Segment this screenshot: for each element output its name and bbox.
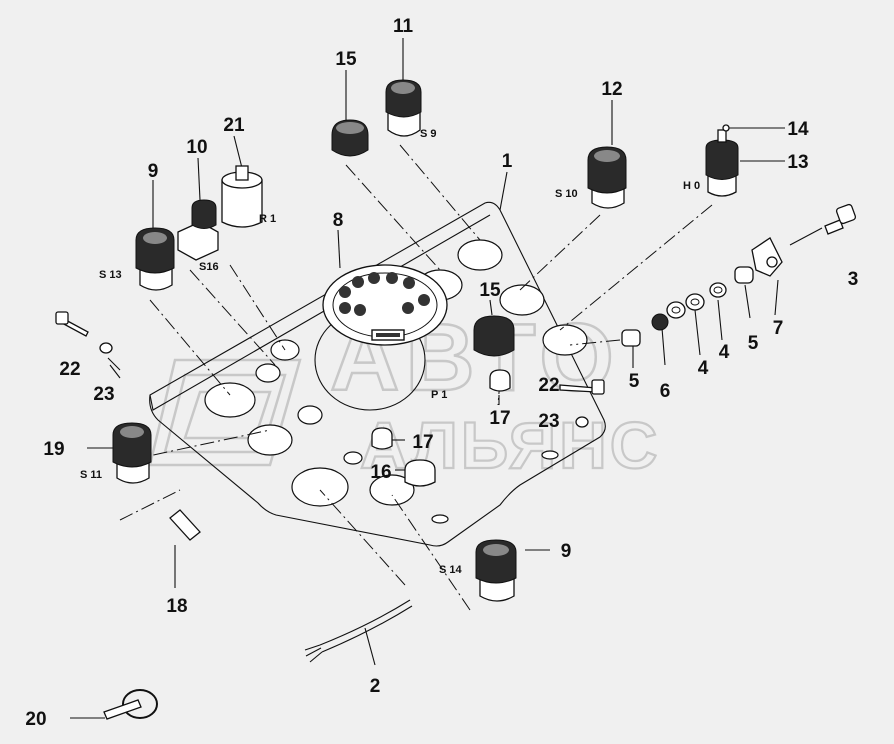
- cable-tie-20: [103, 689, 158, 720]
- callout-22-left: 22: [59, 359, 80, 380]
- callout-5-right: 5: [748, 333, 759, 354]
- code-s14: S 14: [439, 564, 463, 576]
- washers-nuts: [621, 266, 754, 347]
- callout-15-panel: 15: [479, 280, 501, 301]
- code-s13: S 13: [99, 269, 122, 281]
- code-s10: S 10: [555, 188, 578, 200]
- panel-plate: [149, 201, 606, 547]
- plug-16: [404, 459, 436, 487]
- callout-7: 7: [773, 318, 784, 339]
- callout-21: 21: [223, 115, 245, 136]
- callout-labels: 11 15 12 21 10 9 1 8 14 13 3 7 5 4 4 6 5…: [25, 16, 858, 730]
- instrument-cluster: [314, 264, 448, 411]
- callout-11: 11: [393, 16, 414, 37]
- callout-20: 20: [25, 709, 46, 730]
- code-h0: H 0: [683, 180, 700, 192]
- callout-13: 13: [787, 152, 808, 173]
- callout-22-right: 22: [538, 375, 559, 396]
- callout-10: 10: [186, 137, 207, 158]
- callout-17-right: 17: [489, 408, 510, 429]
- callout-5-left: 5: [629, 371, 640, 392]
- switch-s10: [587, 146, 627, 209]
- code-r1: R 1: [259, 213, 276, 225]
- plugs-17: [371, 369, 511, 450]
- callout-14: 14: [787, 119, 809, 140]
- code-s11: S 11: [80, 469, 102, 481]
- callout-2: 2: [370, 676, 381, 697]
- callout-19: 19: [43, 439, 64, 460]
- resistor-r1: [221, 165, 263, 228]
- code-p1: P 1: [431, 389, 447, 401]
- switch-s13: [135, 227, 175, 291]
- callout-16: 16: [370, 462, 391, 483]
- screws-22: [55, 311, 605, 395]
- callout-17-left: 17: [412, 432, 433, 453]
- leader-lines: [70, 38, 823, 719]
- callout-15-top: 15: [335, 49, 357, 70]
- callout-4-left: 4: [698, 358, 709, 379]
- callout-6: 6: [660, 381, 671, 402]
- switch-s14: [475, 539, 517, 602]
- callout-1: 1: [502, 151, 513, 172]
- cap-15-top: [331, 119, 369, 157]
- callout-4-right: 4: [719, 342, 730, 363]
- callout-18: 18: [166, 596, 187, 617]
- callout-9-top: 9: [148, 161, 159, 182]
- pin-18: [169, 509, 201, 541]
- callout-12: 12: [601, 79, 622, 100]
- callout-8: 8: [333, 210, 344, 231]
- screw-3: [824, 203, 857, 235]
- wire-harness-2: [304, 599, 413, 663]
- designation-labels: S 9 S 10 S 11 S 13 S 14 S16 R 1 H 0 P 1: [80, 128, 700, 576]
- cap-15-panel: [473, 315, 515, 357]
- washers-23: [99, 342, 589, 428]
- switch-s9: [385, 79, 422, 137]
- code-s9: S 9: [420, 128, 437, 140]
- callout-23-right: 23: [538, 411, 559, 432]
- code-s16: S16: [199, 261, 219, 273]
- bracket-7: [751, 237, 783, 277]
- assembly-axes: [119, 144, 713, 611]
- lamp-h0: [705, 124, 739, 197]
- switch-s11: [112, 422, 152, 484]
- callout-23-left: 23: [93, 384, 114, 405]
- callout-3: 3: [848, 269, 859, 290]
- switch-s16: [177, 199, 219, 261]
- callout-9-bottom: 9: [561, 541, 572, 562]
